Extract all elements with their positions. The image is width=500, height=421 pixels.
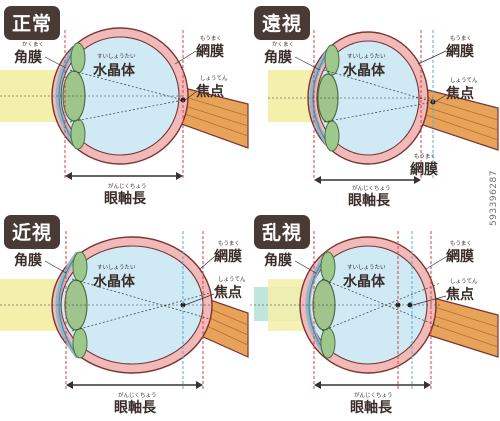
ciliary-muscle-top [70, 42, 86, 74]
lens-label: 水晶体 [343, 273, 386, 290]
ciliary-muscle-bottom [324, 120, 340, 152]
lens-label: 水晶体 [93, 62, 136, 79]
cornea-ruby: かくまく [22, 41, 44, 48]
axis-ruby: がんじくちょう [354, 391, 393, 399]
ciliary-muscle-top [324, 44, 340, 76]
eye-diagram: かくまく 角膜 すいしょうたい 水晶体 もうまく 網膜 しょうてん 焦点 がんじ… [0, 231, 249, 416]
axis-label: 眼軸長 [104, 190, 147, 207]
focus-label: 焦点 [445, 286, 474, 303]
eye-diagram: かくまく 角膜 すいしょうたい 水晶体 もうまく 網膜 しょうてん 焦点 もうま… [264, 30, 499, 209]
retina-label: 網膜 [446, 248, 474, 265]
lens-label: 水晶体 [343, 62, 386, 79]
ciliary-muscle-bottom [320, 327, 336, 359]
focus-label: 焦点 [195, 83, 224, 100]
retina-label: 網膜 [446, 43, 474, 60]
lens-ruby: すいしょうたい [97, 53, 136, 60]
ciliary-muscle-bottom [72, 327, 88, 359]
panel-hyperopia: 遠視 かくまく 角膜 [250, 0, 500, 209]
panel-normal: 正常 [0, 0, 250, 208]
focus-ruby: しょうてん [218, 276, 246, 283]
axis-label: 眼軸長 [350, 399, 393, 416]
eye-diagram: かくまく 角膜 すいしょうたい 水晶体 もうまく 網膜 しょうてん 焦点 がんじ… [0, 27, 249, 207]
stock-id-watermark: 593396287 [489, 170, 499, 227]
axis-ruby: がんじくちょう [118, 391, 157, 399]
axis-ruby: がんじくちょう [352, 184, 391, 192]
cornea-ruby: かくまく [272, 41, 294, 48]
axis-label: 眼軸長 [114, 399, 157, 416]
panel-astigmatism: 乱視 [250, 209, 500, 417]
panel-title: 遠視 [254, 6, 311, 40]
focus-point [180, 302, 186, 308]
retina-ruby: もうまく [200, 35, 222, 42]
panel-title: 正常 [4, 6, 61, 40]
retina-ruby: もうまく [450, 240, 472, 247]
cornea-label: 角膜 [264, 49, 292, 66]
ciliary-muscle-top [320, 251, 336, 283]
focus-ruby: しょうてん [450, 278, 478, 285]
focus-ruby: しょうてん [450, 77, 478, 84]
ciliary-muscle-top [72, 251, 88, 283]
retina-lower-ruby: もうまく [414, 153, 436, 160]
focus-point-2 [407, 302, 413, 308]
lens-label: 水晶体 [93, 273, 136, 290]
focus-label: 焦点 [445, 85, 474, 102]
panel-title: 乱視 [254, 215, 311, 249]
lens-ruby: すいしょうたい [347, 264, 386, 271]
focus-ruby: しょうてん [200, 75, 228, 82]
panel-title: 近視 [4, 215, 61, 249]
cornea-label: 角膜 [14, 49, 42, 66]
cornea-label: 角膜 [14, 252, 42, 269]
retina-label: 網膜 [214, 248, 242, 265]
axis-ruby: がんじくちょう [108, 182, 147, 190]
focus-point-1 [395, 302, 401, 308]
lens-ruby: すいしょうたい [97, 264, 136, 271]
retina-lower-label: 網膜 [410, 161, 438, 178]
axis-label: 眼軸長 [348, 192, 391, 208]
cornea-label: 角膜 [264, 252, 292, 269]
lens-ruby: すいしょうたい [347, 53, 386, 60]
eye-diagram: かくまく 角膜 すいしょうたい 水晶体 もうまく 網膜 しょうてん 焦点 がんじ… [250, 231, 499, 416]
ciliary-muscle-bottom [70, 118, 86, 150]
panel-myopia: 近視 かくまく 角膜 [0, 209, 250, 417]
retina-label: 網膜 [196, 43, 224, 60]
retina-ruby: もうまく [450, 35, 472, 42]
focus-label: 焦点 [213, 284, 242, 301]
retina-ruby: もうまく [218, 240, 240, 247]
